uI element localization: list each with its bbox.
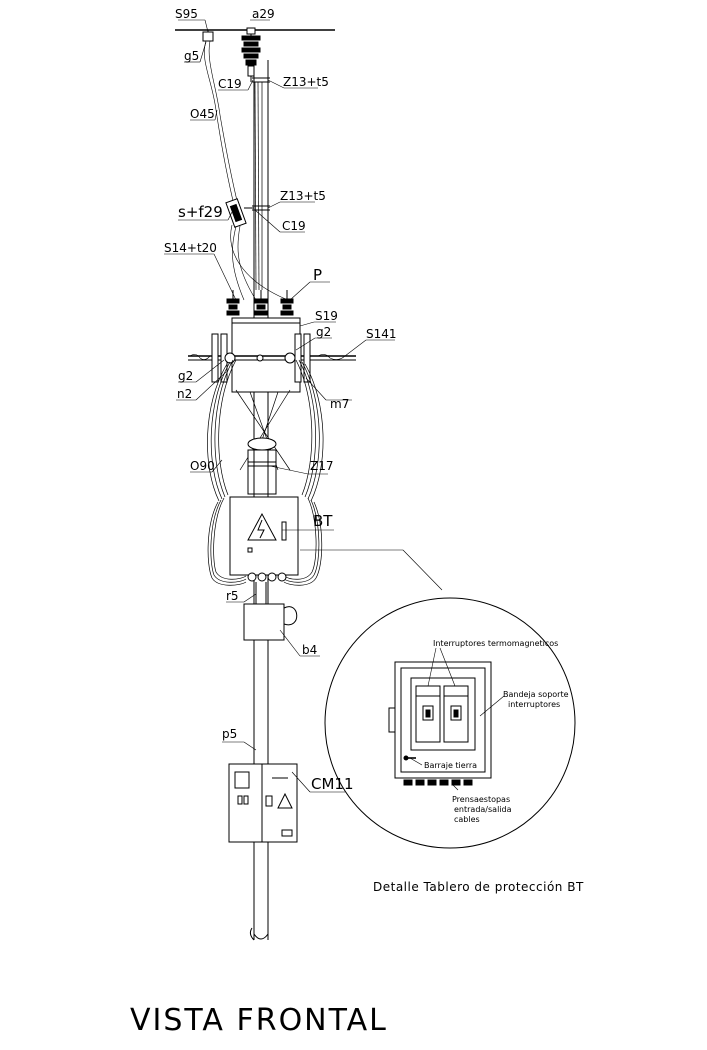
label-z13-t5-mid: Z13+t5 [280,189,326,203]
label-z13-t5-top: Z13+t5 [283,75,329,89]
fuse-cutout [225,198,289,301]
label-r5: r5 [226,589,239,603]
detail-label-barraje: Barraje tierra [424,761,477,770]
label-s-f29: s+f29 [178,203,223,221]
label-s95: S95 [175,7,198,21]
label-s14-t20: S14+t20 [164,241,217,255]
label-s19: S19 [315,309,338,323]
drawing-title: VISTA FRONTAL [130,1003,388,1038]
pole-top-bands [252,77,270,211]
label-p: P [313,266,322,284]
label-o90: O90 [190,459,215,473]
detail-circle: Interruptores termomagneticos Bandeja so… [324,597,576,849]
label-g5: g5 [184,49,199,63]
bt-protection-box [229,496,299,582]
label-bt: BT [313,512,333,530]
callout-labels: S95 a29 g5 C19 Z13+t5 O45 Z13+t5 s+f29 C… [164,7,397,793]
transformer-bushings [226,290,294,316]
line-clamp [202,30,239,206]
label-c19-top: C19 [218,77,242,91]
top-insulator [241,27,261,82]
label-cm11: CM11 [311,775,354,793]
label-c19-mid: C19 [282,219,306,233]
pole-bracket [247,437,277,495]
label-n2: n2 [177,387,192,401]
label-g2-left: g2 [178,369,193,383]
label-b4: b4 [302,643,317,657]
detail-label-interruptores: Interruptores termomagneticos [433,639,558,648]
detail-label-prensa-3: cables [454,815,480,824]
detail-caption: Detalle Tablero de protección BT [373,880,584,894]
junction-box [243,582,298,641]
detail-label-prensa-2: entrada/salida [454,805,512,814]
label-a29: a29 [252,7,275,21]
transformer-tank [188,317,356,393]
detail-pointer [300,549,443,591]
label-z17: Z17 [310,459,334,473]
label-g2-right: g2 [316,325,331,339]
detail-label-bandeja-2: interruptores [508,700,560,709]
detail-label-prensa-1: Prensaestopas [452,795,510,804]
label-m7: m7 [330,397,349,411]
detail-label-bandeja-1: Bandeja soporte [503,690,569,699]
downlead-cables [254,81,263,291]
label-p5: p5 [222,727,237,741]
label-s141: S141 [366,327,397,341]
meter-cabinet [228,763,298,843]
label-o45: O45 [190,107,215,121]
